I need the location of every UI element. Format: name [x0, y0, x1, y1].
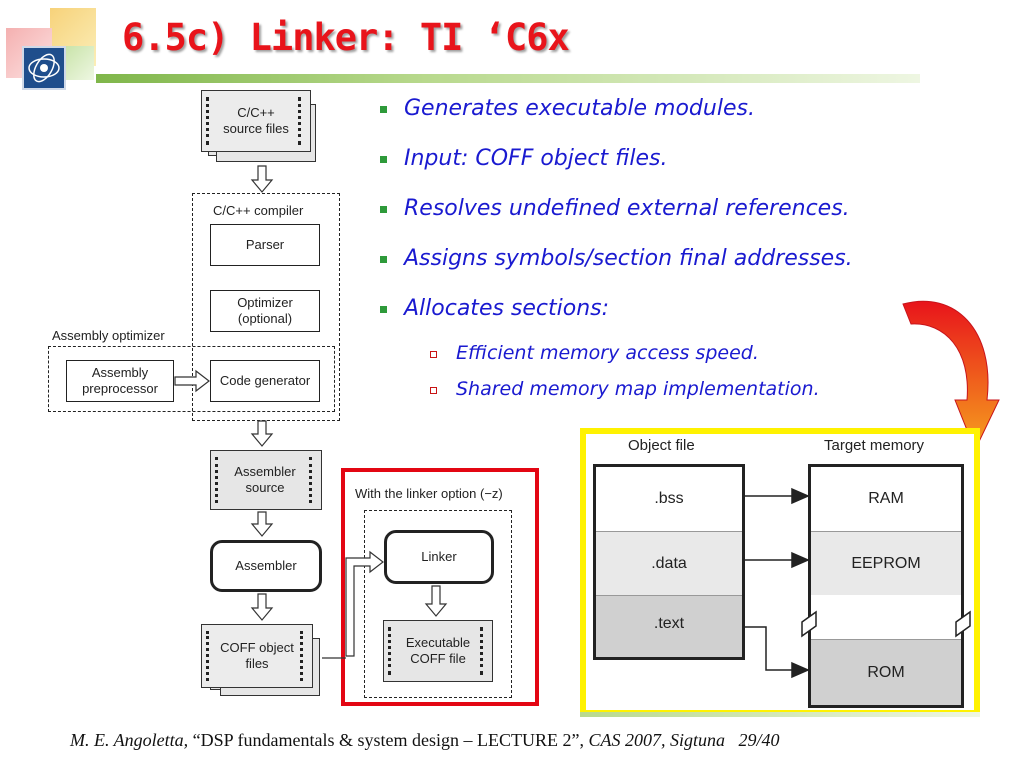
assembly-optimizer-label: Assembly optimizer — [52, 328, 165, 343]
down-arrow-icon — [250, 511, 274, 537]
footer-talk: “DSP fundamentals & system design – LECT… — [188, 730, 589, 750]
section-bss: .bss — [596, 467, 742, 531]
coff-object-files-stack: COFF object files — [201, 624, 313, 688]
assembler-source-label: Assembler source — [234, 464, 296, 495]
target-eeprom: EEPROM — [811, 531, 961, 595]
title-underline — [96, 74, 920, 83]
bullet-item: Resolves undefined external references. — [378, 196, 1018, 246]
dotted-edge — [480, 627, 486, 675]
assembly-optimizer-group — [48, 346, 335, 412]
down-arrow-icon — [250, 593, 274, 621]
optimizer-box: Optimizer (optional) — [210, 290, 320, 332]
cern-logo-graphic — [28, 53, 60, 83]
bullet-item: Generates executable modules. — [378, 96, 1018, 146]
bullet-item: Assigns symbols/section final addresses. — [378, 246, 1018, 296]
linker-option-label: With the linker option (−z) — [355, 486, 503, 501]
dotted-edge — [300, 631, 306, 681]
section-text: .text — [596, 595, 742, 657]
bullet-item: Allocates sections: — [378, 296, 1018, 346]
section-data: .data — [596, 531, 742, 595]
bullet-list: Generates executable modules. Input: COF… — [378, 96, 1018, 346]
down-arrow-icon — [250, 420, 274, 447]
assembler-box: Assembler — [210, 540, 322, 592]
compiler-group-label: C/C++ compiler — [213, 203, 304, 218]
target-memory-label: Target memory — [824, 437, 925, 454]
linker-highlight-frame — [341, 468, 539, 706]
bullet-item: Input: COFF object files. — [378, 146, 1018, 196]
assembly-preprocessor-box: Assembly preprocessor — [66, 360, 174, 402]
target-memory-box: RAM EEPROM ROM — [808, 464, 964, 708]
dotted-edge — [388, 627, 394, 675]
target-ram: RAM — [811, 467, 961, 531]
dotted-edge — [298, 97, 304, 145]
slide-footer: M. E. Angoletta, “DSP fundamentals & sys… — [70, 730, 779, 751]
sub-bullet-item: Efficient memory access speed. — [378, 342, 1018, 378]
assembler-source-box: Assembler source — [210, 450, 322, 510]
footer-venue: CAS 2007, Sigtuna — [588, 730, 725, 750]
object-file-label: Object file — [628, 437, 695, 454]
dotted-edge — [206, 97, 212, 145]
dotted-edge — [309, 457, 315, 503]
dotted-edge — [206, 631, 212, 681]
parser-box: Parser — [210, 224, 320, 266]
executable-box: Executable COFF file — [383, 620, 493, 682]
linker-box: Linker — [384, 530, 494, 584]
bottom-rule — [580, 712, 980, 717]
object-file-box: .bss .data .text — [593, 464, 745, 660]
curved-arrow-icon — [902, 300, 1000, 452]
code-generator-box: Code generator — [210, 360, 320, 402]
sub-bullet-item: Shared memory map implementation. — [378, 378, 1018, 414]
down-arrow-icon — [250, 165, 274, 193]
header-decoration-green — [64, 46, 94, 80]
executable-label: Executable COFF file — [405, 635, 471, 666]
footer-page: 29/40 — [738, 730, 780, 750]
footer-author: M. E. Angoletta, — [70, 730, 189, 750]
sub-bullet-list: Efficient memory access speed. Shared me… — [378, 342, 1018, 414]
source-files-stack: C/C++ source files — [201, 90, 311, 152]
dotted-edge — [215, 457, 221, 503]
coff-object-files-label: COFF object files — [220, 640, 294, 671]
cern-logo-icon — [22, 46, 66, 90]
target-rom: ROM — [811, 639, 961, 705]
source-files-label: C/C++ source files — [223, 105, 289, 136]
slide-title: 6.5c) Linker: TI ‘C6x — [122, 16, 570, 59]
